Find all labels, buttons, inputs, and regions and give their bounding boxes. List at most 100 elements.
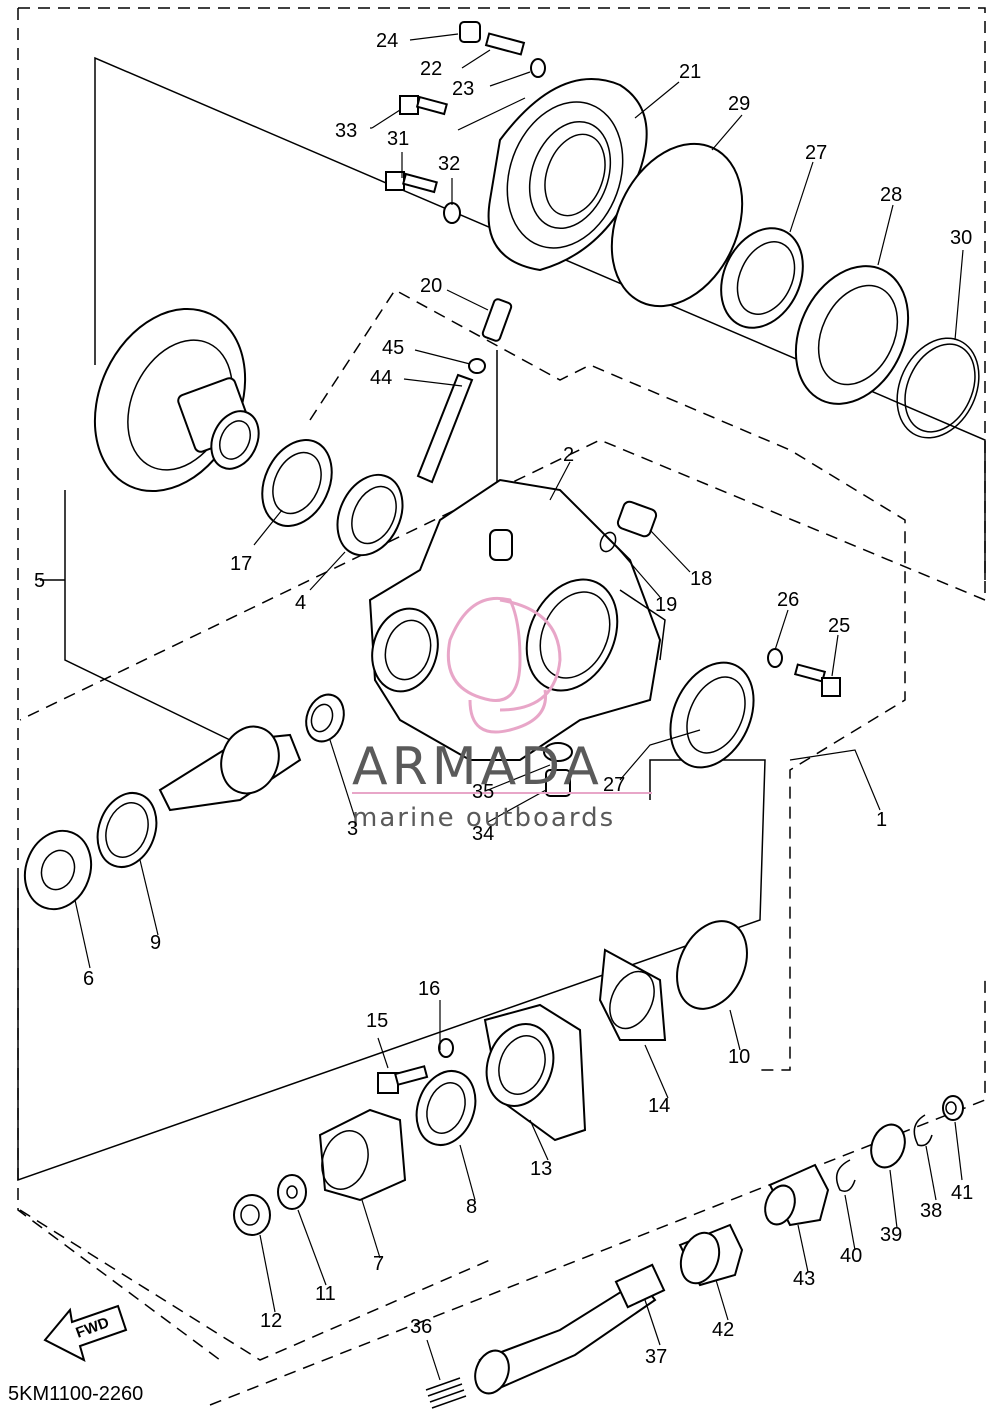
callout-25: 25 bbox=[828, 615, 850, 637]
callout-27-top: 27 bbox=[805, 142, 827, 164]
callout-7: 7 bbox=[373, 1253, 384, 1275]
part-41-bushing bbox=[942, 1095, 964, 1121]
callout-23: 23 bbox=[452, 78, 474, 100]
part-5-pinion-gear bbox=[158, 725, 302, 812]
callout-30: 30 bbox=[950, 227, 972, 249]
part-5-ring-gear bbox=[93, 307, 260, 493]
dashed-outline-housing bbox=[309, 289, 906, 1071]
part-28-bearing bbox=[794, 265, 910, 405]
dashed-outline-left bbox=[17, 8, 221, 1361]
part-34-plug bbox=[545, 769, 571, 797]
part-22-stud bbox=[484, 32, 526, 56]
callout-34: 34 bbox=[472, 823, 494, 845]
part-10-o-ring bbox=[676, 920, 748, 1010]
part-37-drive-shaft bbox=[474, 1263, 666, 1395]
callout-31: 31 bbox=[387, 128, 409, 150]
callout-42: 42 bbox=[712, 1319, 734, 1341]
callout-28: 28 bbox=[880, 184, 902, 206]
dashed-outline-shaft bbox=[209, 980, 986, 1406]
group-line-9 bbox=[17, 759, 766, 1182]
armada-logo-icon bbox=[446, 596, 562, 734]
brand-name: ARMADA bbox=[352, 737, 603, 797]
part-7-coupling-flange bbox=[318, 1108, 407, 1202]
callout-10: 10 bbox=[728, 1046, 750, 1068]
callout-38: 38 bbox=[920, 1200, 942, 1222]
part-45-clip bbox=[468, 358, 486, 374]
part-43-boot bbox=[764, 1163, 830, 1227]
callout-18: 18 bbox=[690, 568, 712, 590]
callout-2: 2 bbox=[563, 444, 574, 466]
callout-13: 13 bbox=[530, 1158, 552, 1180]
part-14-gasket bbox=[598, 948, 667, 1041]
callout-36: 36 bbox=[410, 1316, 432, 1338]
callout-14: 14 bbox=[648, 1095, 670, 1117]
callout-26: 26 bbox=[777, 589, 799, 611]
callout-20: 20 bbox=[420, 275, 442, 297]
callout-44: 44 bbox=[370, 367, 392, 389]
callout-16: 16 bbox=[418, 978, 440, 1000]
callout-33: 33 bbox=[335, 120, 357, 142]
part-11-washer bbox=[277, 1174, 307, 1210]
part-2-differential-housing bbox=[368, 478, 666, 761]
part-21-bearing-housing bbox=[487, 78, 648, 272]
leader-lines bbox=[74, 33, 964, 1381]
callout-17: 17 bbox=[230, 553, 252, 575]
part-24-nut bbox=[459, 21, 481, 43]
callout-4: 4 bbox=[295, 592, 306, 614]
callout-8: 8 bbox=[466, 1196, 477, 1218]
part-39-bearing bbox=[870, 1123, 906, 1169]
callout-40: 40 bbox=[840, 1245, 862, 1267]
part-29-o-ring bbox=[610, 142, 744, 308]
callout-45: 45 bbox=[382, 337, 404, 359]
callout-41: 41 bbox=[951, 1182, 973, 1204]
callout-12: 12 bbox=[260, 1310, 282, 1332]
part-27-oil-seal-middle bbox=[669, 661, 755, 769]
callout-3: 3 bbox=[347, 818, 358, 840]
callout-32: 32 bbox=[438, 153, 460, 175]
callout-43: 43 bbox=[793, 1268, 815, 1290]
callout-5: 5 bbox=[34, 570, 45, 592]
part-16-washer bbox=[438, 1038, 454, 1058]
callout-22: 22 bbox=[420, 58, 442, 80]
callout-19: 19 bbox=[655, 594, 677, 616]
callout-11: 11 bbox=[315, 1283, 336, 1305]
callout-29: 29 bbox=[728, 93, 750, 115]
callout-6: 6 bbox=[83, 968, 94, 990]
part-8-oil-seal bbox=[415, 1070, 477, 1146]
part-42-boot bbox=[678, 1223, 744, 1287]
callout-37: 37 bbox=[645, 1346, 667, 1368]
part-27-oil-seal-top bbox=[720, 227, 804, 329]
dashed-outline-main bbox=[18, 7, 986, 721]
callout-27-middle: 27 bbox=[603, 774, 625, 796]
part-15-bolt bbox=[377, 1065, 429, 1094]
part-31-bolt bbox=[385, 171, 438, 194]
part-36-spring bbox=[425, 1377, 467, 1409]
part-25-bolt bbox=[793, 663, 841, 697]
part-18-plug bbox=[616, 500, 658, 538]
callout-9: 9 bbox=[150, 932, 161, 954]
part-3-bearing bbox=[305, 693, 345, 743]
part-44-hose bbox=[416, 373, 474, 484]
part-19-gasket bbox=[599, 531, 617, 553]
callout-39: 39 bbox=[880, 1224, 902, 1246]
part-38-circlip bbox=[913, 1114, 933, 1147]
callout-21: 21 bbox=[679, 61, 701, 83]
brand-tagline: marine outboards bbox=[352, 803, 615, 833]
part-12-nut bbox=[233, 1194, 271, 1236]
part-17-shim bbox=[261, 439, 333, 527]
part-26-washer bbox=[767, 648, 783, 668]
callouts: 1 2 3 4 5 6 7 8 9 10 11 12 13 14 15 16 1… bbox=[34, 30, 973, 1368]
callout-35: 35 bbox=[472, 781, 494, 803]
dashed-outline-lower bbox=[19, 1209, 491, 1361]
callout-24: 24 bbox=[376, 30, 398, 52]
part-9-needle-bearing bbox=[96, 792, 158, 868]
part-40-circlip bbox=[835, 1159, 856, 1192]
part-4-needle-bearing bbox=[336, 473, 404, 557]
diagram-code: 5KM1100-2260 bbox=[8, 1383, 143, 1405]
part-23-washer bbox=[530, 58, 546, 78]
part-32-washer bbox=[443, 202, 461, 224]
callout-15: 15 bbox=[366, 1010, 388, 1032]
armada-watermark: ARMADA marine outboards bbox=[352, 596, 652, 833]
